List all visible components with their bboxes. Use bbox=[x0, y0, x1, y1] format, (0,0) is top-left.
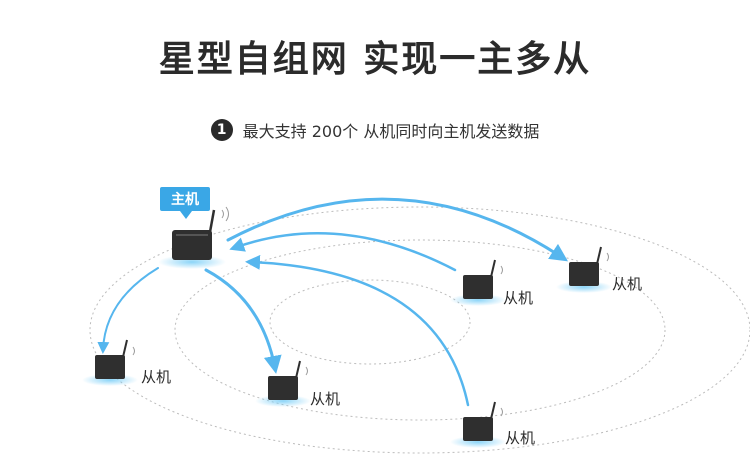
slave-label-left: 从机 bbox=[141, 368, 172, 386]
slave-device-center bbox=[255, 360, 311, 407]
link-arrows bbox=[97, 197, 569, 407]
arrow-master-to-slave-center bbox=[204, 268, 282, 374]
slave-device-left bbox=[82, 339, 138, 386]
page-title: 星型自组网 实现一主多从 bbox=[158, 39, 592, 80]
arrow-slave-bottom-to-master bbox=[245, 254, 470, 407]
slave-label-center: 从机 bbox=[310, 390, 341, 408]
slave-device-far-right bbox=[556, 246, 612, 293]
slave-device-right bbox=[450, 259, 506, 306]
slave-label-bottom: 从机 bbox=[505, 429, 536, 447]
ring-inner bbox=[269, 279, 471, 365]
ring-middle bbox=[174, 239, 666, 421]
slave-label-far-right: 从机 bbox=[612, 275, 643, 293]
master-label: 主机 bbox=[160, 187, 210, 219]
step-caption: 1 最大支持 200个 从机同时向主机发送数据 bbox=[0, 118, 750, 142]
arrow-master-to-slave-left bbox=[97, 267, 159, 354]
step-text: 最大支持 200个 从机同时向主机发送数据 bbox=[242, 122, 540, 141]
slave-device-bottom bbox=[450, 401, 506, 448]
arrow-master-to-slave-far-right bbox=[226, 197, 569, 262]
master-device bbox=[158, 206, 229, 269]
slave-label-right: 从机 bbox=[503, 289, 534, 307]
arrow-slave-right-to-master bbox=[229, 232, 457, 272]
coverage-rings bbox=[89, 206, 750, 454]
step-number-badge: 1 bbox=[210, 119, 233, 141]
